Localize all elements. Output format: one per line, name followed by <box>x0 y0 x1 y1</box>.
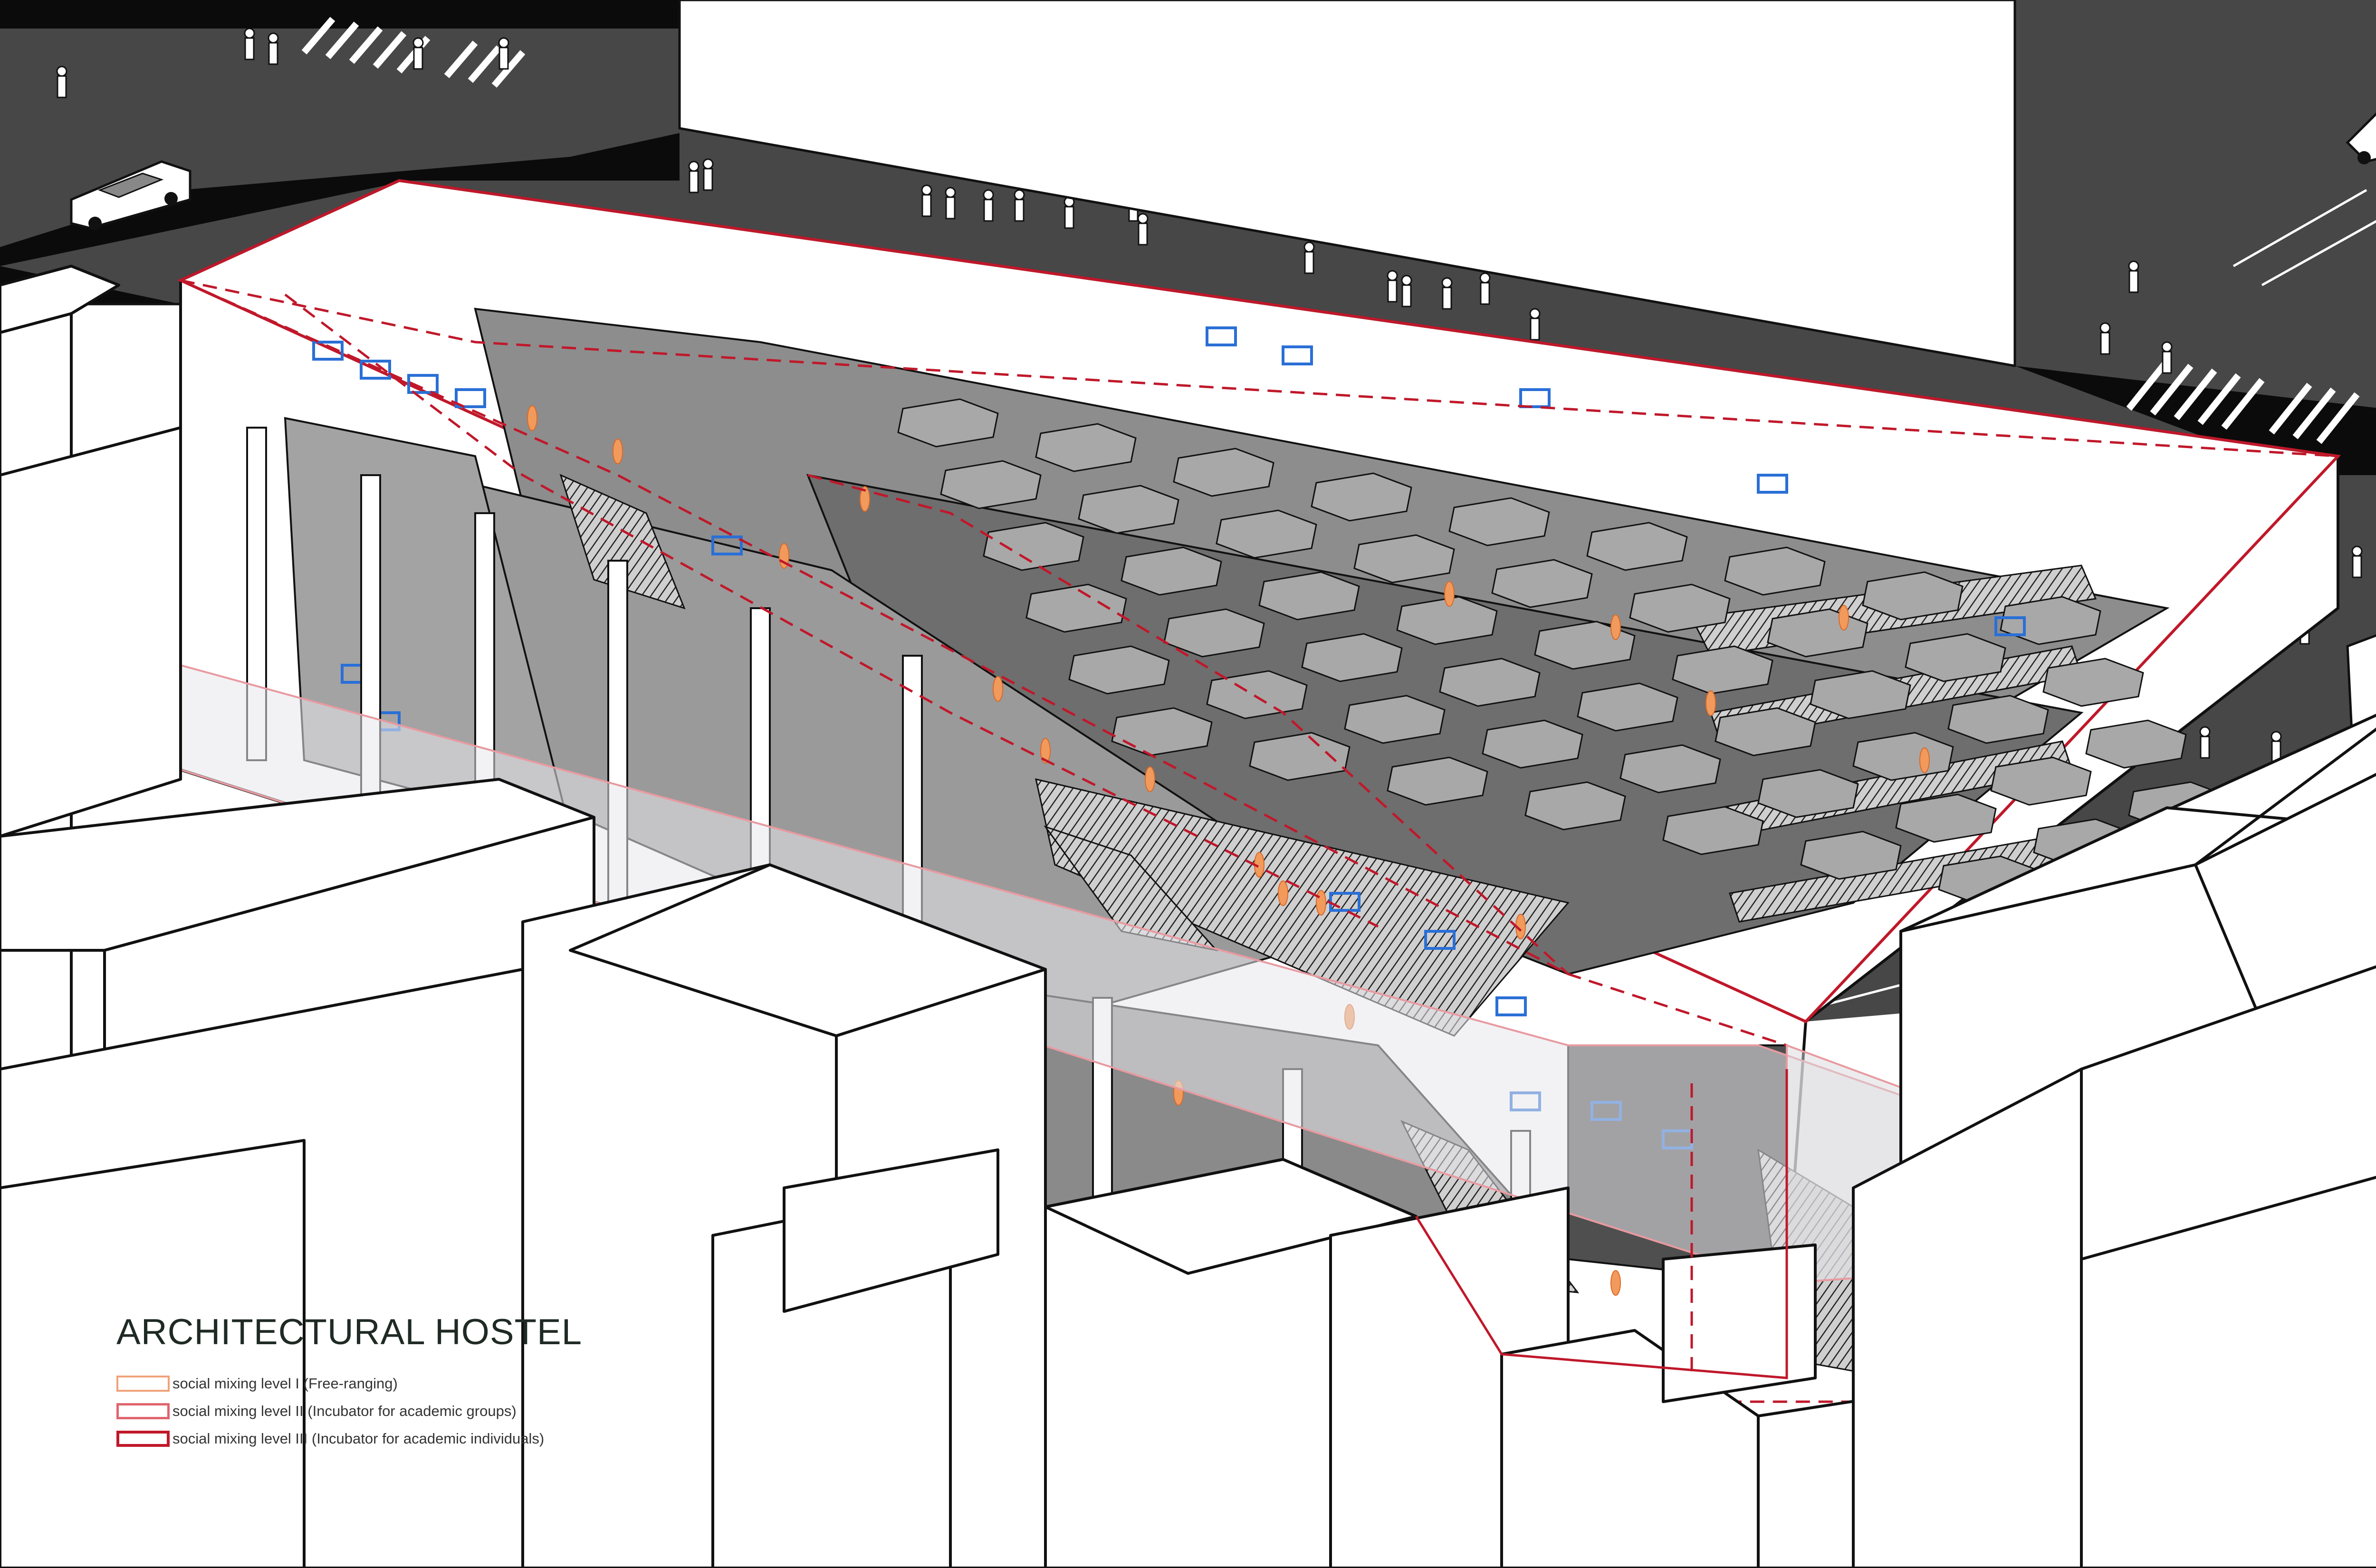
hex-pod <box>1025 583 1127 633</box>
people-accents <box>527 405 1930 1296</box>
hex-pod <box>1173 448 1274 497</box>
hex-pod <box>1895 794 1997 843</box>
hex-pod <box>1311 472 1412 522</box>
hex-pod <box>1947 695 2049 744</box>
hex-pod <box>1482 719 1583 769</box>
diagram-title: ARCHITECTURAL HOSTEL <box>116 1312 582 1352</box>
hex-pod <box>1035 423 1137 472</box>
person-mark <box>860 486 870 512</box>
person-mark <box>993 676 1003 702</box>
legend-item-level-2: social mixing level II (Incubator for ac… <box>116 1401 517 1422</box>
furniture-mark <box>455 388 486 408</box>
hex-pod <box>1990 756 2092 806</box>
hex-pod <box>1800 831 1902 880</box>
legend-item-level-1: social mixing level I (Free-ranging) <box>116 1373 398 1394</box>
person-mark <box>1278 880 1288 906</box>
car-icon <box>70 160 192 230</box>
person-mark <box>527 405 537 431</box>
hex-pod <box>1534 621 1636 670</box>
person-mark <box>1316 890 1326 916</box>
hex-pod <box>1111 707 1213 756</box>
hex-pod <box>1905 633 2006 682</box>
hex-pod <box>1121 546 1222 596</box>
person-mark <box>1444 581 1455 607</box>
legend-label-level-2: social mixing level II (Incubator for ac… <box>172 1403 517 1419</box>
hex-pod <box>983 522 1084 571</box>
hex-pod <box>1439 658 1541 707</box>
hex-pod <box>940 460 1042 509</box>
furniture-mark <box>1495 996 1527 1016</box>
furniture-mark <box>1424 930 1456 950</box>
hex-pod <box>1577 682 1678 732</box>
hex-pod <box>1353 534 1455 583</box>
furniture-mark <box>1994 616 2026 636</box>
hex-pod <box>1862 571 1964 621</box>
basement-outline <box>1415 1069 1788 1379</box>
hex-pod <box>1724 546 1826 596</box>
hex-pod <box>2042 658 2144 707</box>
furniture-mark <box>1519 388 1551 408</box>
legend-swatch-level-3 <box>116 1431 170 1447</box>
hex-pod <box>1396 596 1498 645</box>
person-mark <box>1839 605 1849 631</box>
person-mark <box>1040 738 1051 764</box>
hex-pod <box>2085 719 2187 769</box>
hex-pod <box>1216 509 1317 559</box>
legend-label-level-3: social mixing level III (Incubator for a… <box>172 1430 545 1447</box>
hex-pod <box>1448 497 1550 546</box>
furniture-mark <box>1757 474 1788 494</box>
person-mark <box>1610 614 1621 640</box>
person-mark <box>1705 690 1716 716</box>
legend-label-level-1: social mixing level I (Free-ranging) <box>172 1375 398 1392</box>
hex-pod <box>1078 485 1179 534</box>
hex-pod <box>1662 806 1764 855</box>
hex-pod <box>1810 670 1911 719</box>
hex-pod <box>1491 559 1593 608</box>
hex-pod <box>1524 781 1626 831</box>
furniture-mark <box>1206 326 1237 346</box>
context-buildings-foreground <box>0 265 2376 1568</box>
furniture-mark <box>1282 345 1313 365</box>
furniture-mark <box>711 535 743 555</box>
hex-pod <box>1619 744 1721 794</box>
furniture-mark <box>407 374 439 394</box>
hex-pod <box>1387 756 1488 806</box>
hex-pod <box>1629 583 1731 633</box>
legend-item-level-3: social mixing level III (Incubator for a… <box>116 1428 544 1449</box>
person-mark <box>1919 747 1930 773</box>
hex-pod <box>1258 571 1360 621</box>
legend-swatch-level-2 <box>116 1403 170 1419</box>
pedestrian-icon <box>56 28 2363 764</box>
legend-swatch-level-1 <box>116 1376 170 1392</box>
hex-pod <box>1672 645 1773 695</box>
person-mark <box>613 439 623 464</box>
furniture-mark <box>312 341 344 361</box>
hex-pod <box>1344 695 1446 744</box>
hex-pod <box>1068 645 1170 695</box>
hex-pod <box>1757 769 1859 818</box>
furniture-mark <box>360 360 391 380</box>
hex-pod <box>897 398 999 448</box>
hex-pod <box>1301 633 1403 682</box>
person-mark <box>1145 766 1155 792</box>
hex-pod <box>1586 522 1688 571</box>
car-icon <box>2346 112 2376 164</box>
crosswalk-icon <box>301 17 2360 444</box>
hex-pod <box>1715 707 1816 756</box>
hex-pod <box>1206 670 1308 719</box>
person-mark <box>1610 1270 1621 1296</box>
